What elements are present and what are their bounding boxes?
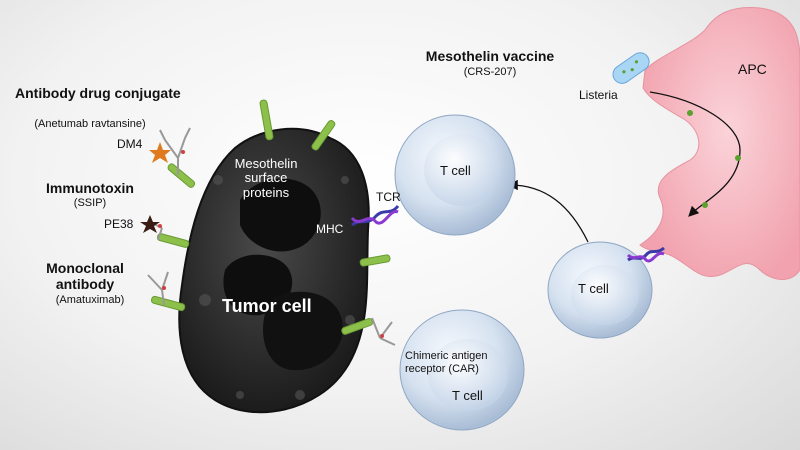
- antigen-processing-arrow: [649, 91, 741, 217]
- car-receptor: [371, 317, 396, 346]
- adc-title: Antibody drug conjugate: [15, 85, 181, 101]
- tumor-cell: [178, 127, 370, 414]
- adc-drug-name: (Anetumab ravtansine): [34, 118, 146, 130]
- antigen-dot: [702, 202, 708, 208]
- t-cell-upper-label: T cell: [440, 163, 471, 178]
- mab-title: Monoclonal antibody: [46, 260, 124, 293]
- mab-drug-name: (Amatuximab): [55, 294, 125, 306]
- listeria-bacterium: [612, 52, 650, 84]
- monoclonal-antibody-molecule: [147, 271, 169, 306]
- tumor-nucleus: [240, 178, 321, 252]
- mesothelin-receptor: [150, 99, 391, 335]
- activation-arrow: [507, 179, 589, 243]
- t-cell-lower-label: T cell: [452, 388, 483, 403]
- car-label: Chimeric antigen receptor (CAR): [405, 350, 488, 375]
- t-cell-right: [547, 241, 653, 339]
- immunotoxin-drug-name: (SSIP): [73, 197, 107, 209]
- tumor-cell-label: Tumor cell: [222, 296, 312, 316]
- t-cell-right-label: T cell: [578, 281, 609, 296]
- apc-cell: [639, 6, 800, 280]
- pe38-toxin-icon: [140, 215, 160, 233]
- vaccine-title: Mesothelin vaccine: [425, 48, 555, 64]
- t-cell-lower: [399, 309, 525, 431]
- vaccine-drug-name: (CRS-207): [463, 66, 517, 78]
- surface-proteins-label: Mesothelin surface proteins: [234, 156, 298, 200]
- pe38-label: PE38: [104, 217, 134, 231]
- dm4-label: DM4: [117, 137, 143, 151]
- immunotoxin-title: Immunotoxin: [46, 180, 134, 196]
- listeria-label: Listeria: [579, 88, 618, 102]
- tcr-label: TCR: [376, 190, 401, 204]
- antibody-drug-conjugate: [159, 127, 191, 175]
- mhc-label: MHC: [316, 222, 344, 236]
- antigen-dot: [735, 155, 741, 161]
- dm4-toxin-icon: [149, 142, 171, 163]
- antigen-dot: [687, 110, 693, 116]
- apc-label: APC: [738, 61, 767, 77]
- t-cell-upper: [394, 114, 516, 236]
